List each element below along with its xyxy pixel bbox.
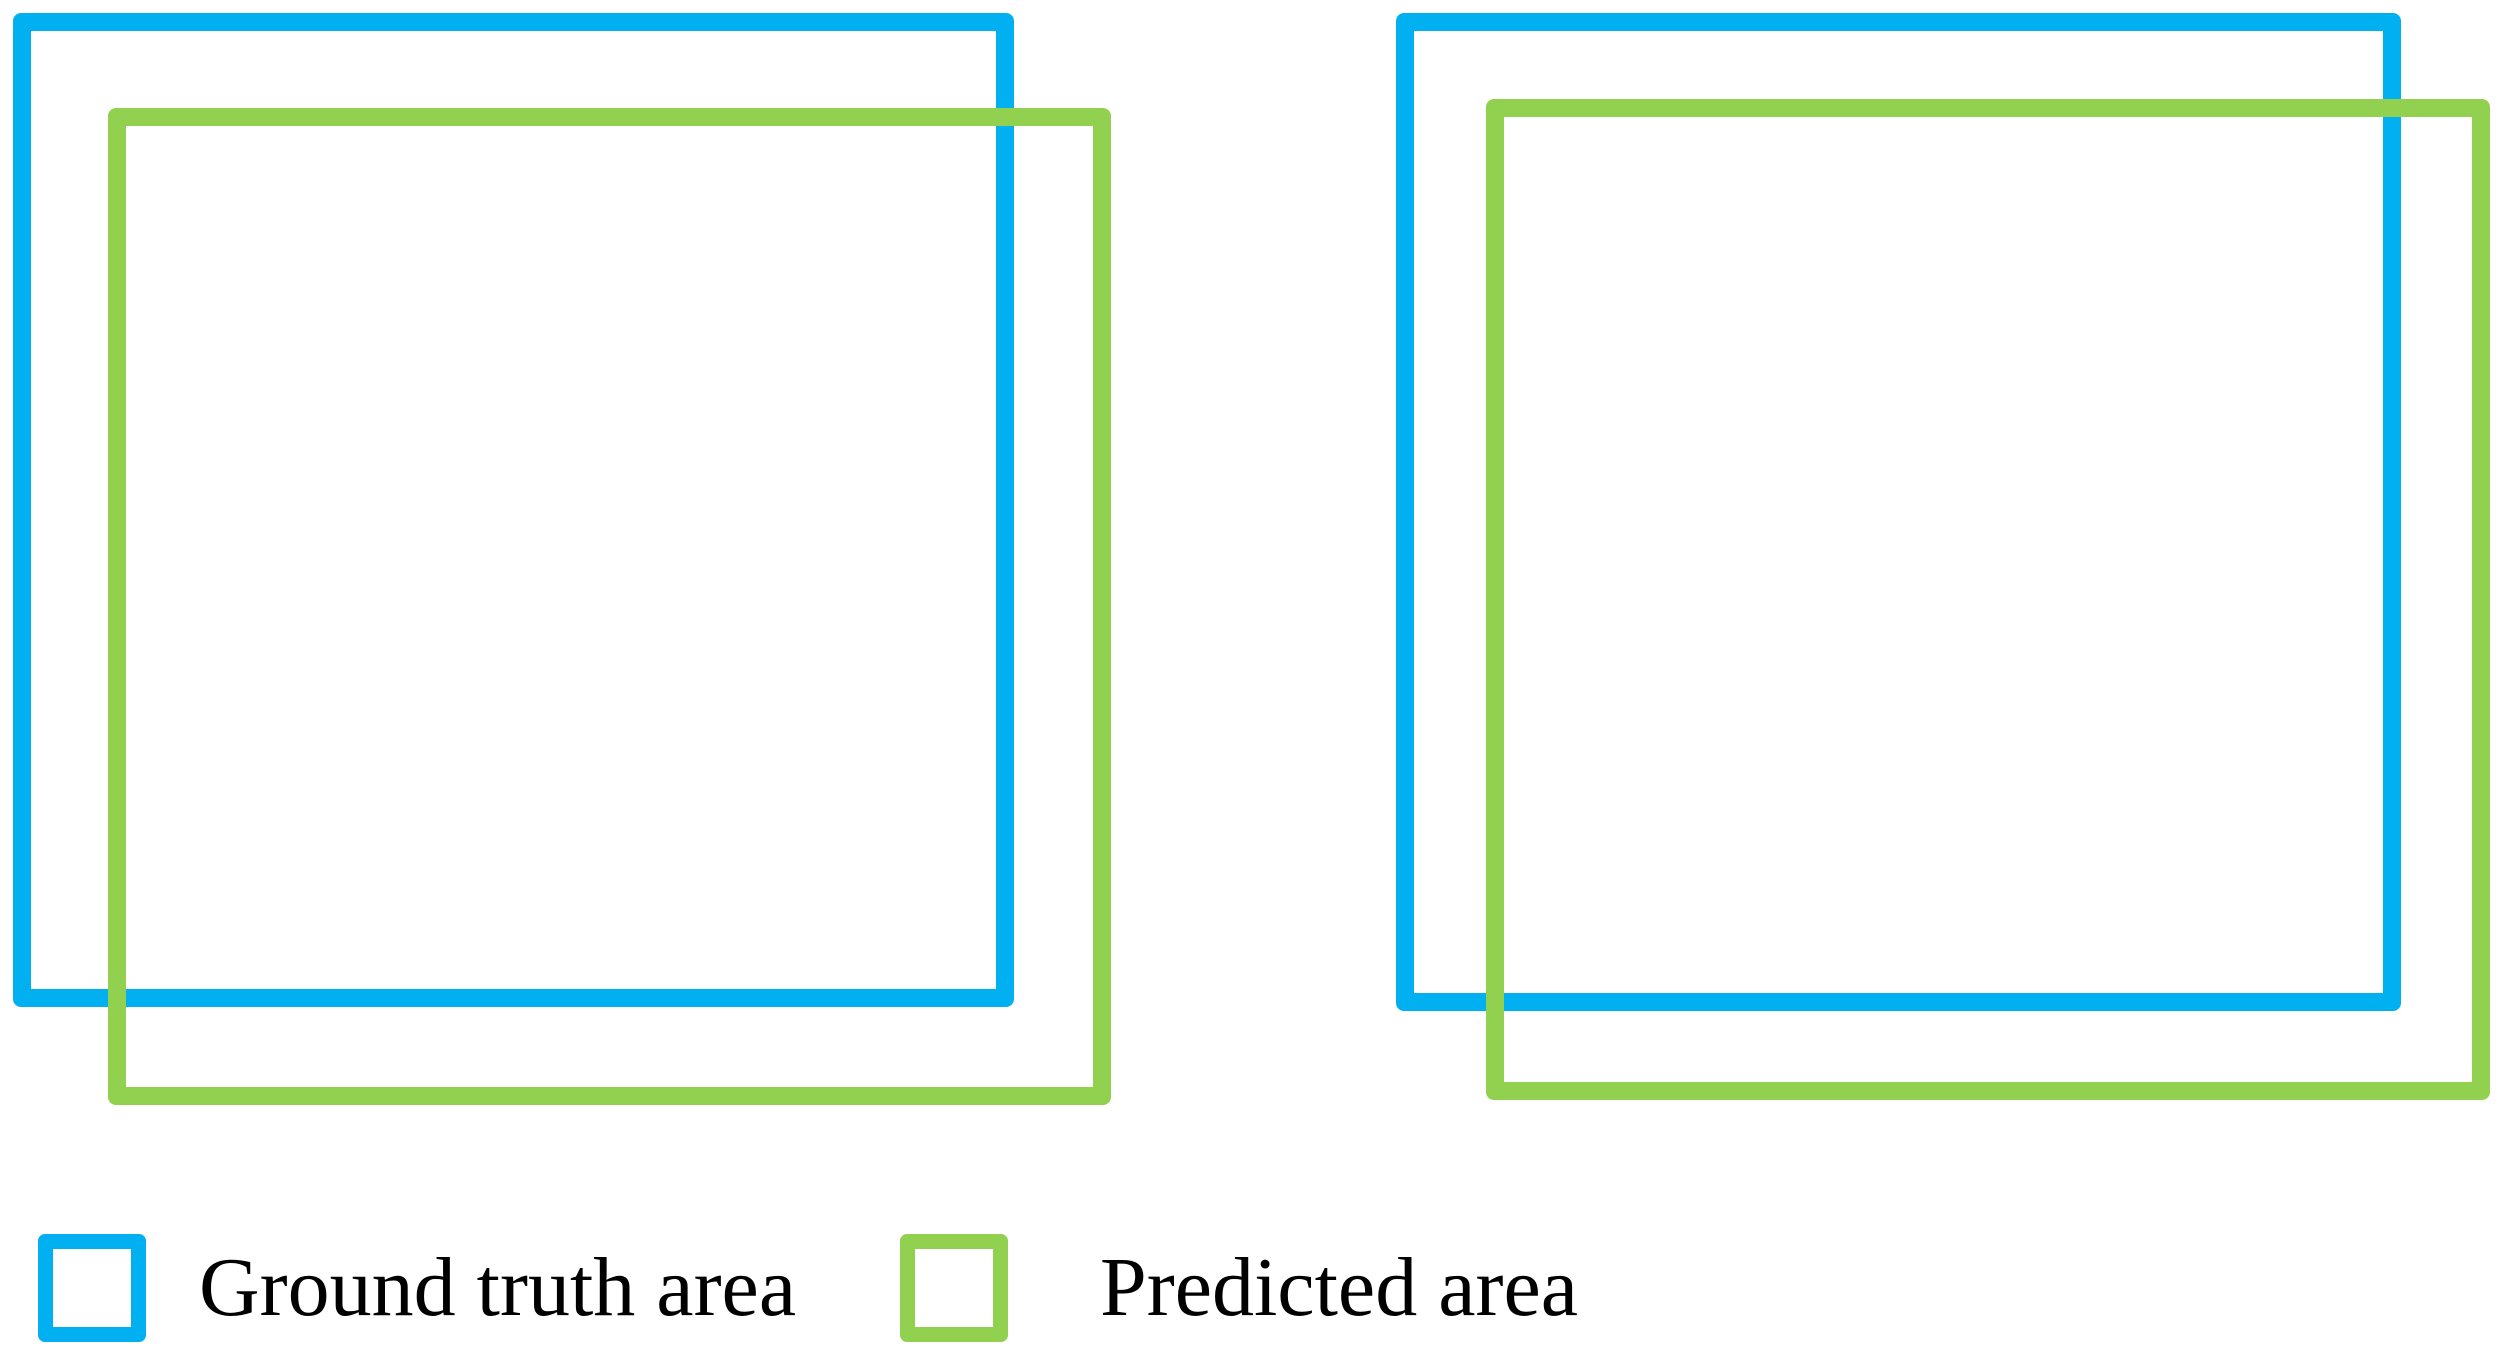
legend-label-ground-truth: Ground truth area [199, 1241, 797, 1334]
legend-swatch-ground-truth [38, 1234, 146, 1342]
predicted-box-left [108, 108, 1111, 1105]
ground-truth-box-right [1396, 13, 2401, 1011]
legend-swatch-predicted [900, 1234, 1008, 1342]
predicted-box-right [1486, 99, 2490, 1100]
legend-label-predicted: Predicted area [1100, 1241, 1579, 1334]
ground-truth-box-left [13, 13, 1014, 1007]
